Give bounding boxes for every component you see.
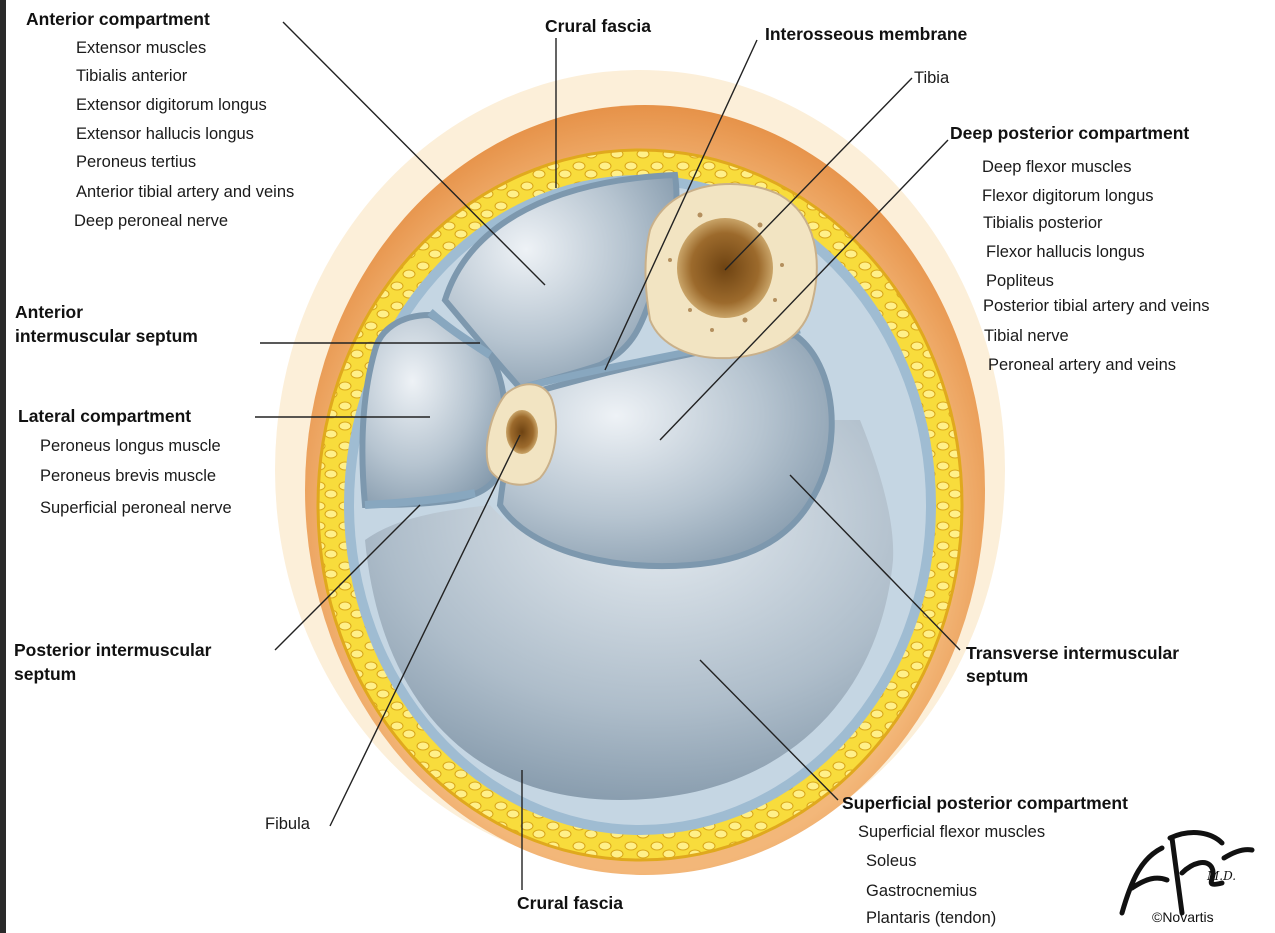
- anterior-item: Extensor muscles: [76, 38, 206, 58]
- deep-posterior-item: Deep flexor muscles: [982, 157, 1131, 177]
- svg-text:M.D.: M.D.: [1206, 869, 1236, 883]
- netter-signature-logo: M.D. ©Novartis: [1112, 818, 1262, 928]
- tibia-label: Tibia: [914, 68, 949, 88]
- lateral-compartment-title: Lateral compartment: [18, 406, 191, 426]
- deep-posterior-item: Flexor digitorum longus: [982, 186, 1154, 206]
- anterior-item: Peroneus tertius: [76, 152, 196, 172]
- deep-posterior-item: Tibialis posterior: [983, 213, 1103, 233]
- posterior-intermuscular-septum-line2: septum: [14, 664, 76, 684]
- deep-posterior-item: Tibial nerve: [984, 326, 1069, 346]
- superficial-posterior-item: Superficial flexor muscles: [858, 822, 1045, 842]
- transverse-intermuscular-septum-line1: Transverse intermuscular: [966, 643, 1179, 663]
- fibula-label: Fibula: [265, 814, 310, 834]
- anterior-item: Extensor digitorum longus: [76, 95, 267, 115]
- superficial-posterior-item: Soleus: [866, 851, 916, 871]
- tibia-marrow: [677, 218, 773, 318]
- superficial-posterior-item: Plantaris (tendon): [866, 908, 996, 928]
- deep-posterior-item: Peroneal artery and veins: [988, 355, 1176, 375]
- superficial-posterior-compartment-title: Superficial posterior compartment: [842, 793, 1128, 813]
- posterior-intermuscular-septum-line1: Posterior intermuscular: [14, 640, 211, 660]
- anterior-item: Extensor hallucis longus: [76, 124, 254, 144]
- anterior-item: Tibialis anterior: [76, 66, 187, 86]
- anterior-intermuscular-septum-line2: intermuscular septum: [15, 326, 198, 346]
- anterior-intermuscular-septum-line1: Anterior: [15, 302, 83, 322]
- crural-fascia-bottom-label: Crural fascia: [517, 893, 623, 913]
- superficial-posterior-item: Gastrocnemius: [866, 881, 977, 901]
- interosseous-membrane-label: Interosseous membrane: [765, 24, 967, 44]
- anterior-compartment-title: Anterior compartment: [26, 9, 210, 29]
- anterior-item: Deep peroneal nerve: [74, 211, 228, 231]
- deep-posterior-item: Popliteus: [986, 271, 1054, 291]
- deep-posterior-compartment-title: Deep posterior compartment: [950, 123, 1189, 143]
- deep-posterior-item: Flexor hallucis longus: [986, 242, 1145, 262]
- transverse-intermuscular-septum-line2: septum: [966, 666, 1028, 686]
- lateral-item: Peroneus brevis muscle: [40, 466, 216, 486]
- deep-posterior-item: Posterior tibial artery and veins: [983, 296, 1210, 316]
- novartis-credit: ©Novartis: [1152, 909, 1214, 925]
- fibula-marrow: [506, 410, 538, 454]
- crural-fascia-top-label: Crural fascia: [545, 16, 651, 36]
- lateral-item: Superficial peroneal nerve: [40, 498, 232, 518]
- lateral-item: Peroneus longus muscle: [40, 436, 221, 456]
- anterior-item: Anterior tibial artery and veins: [76, 182, 294, 202]
